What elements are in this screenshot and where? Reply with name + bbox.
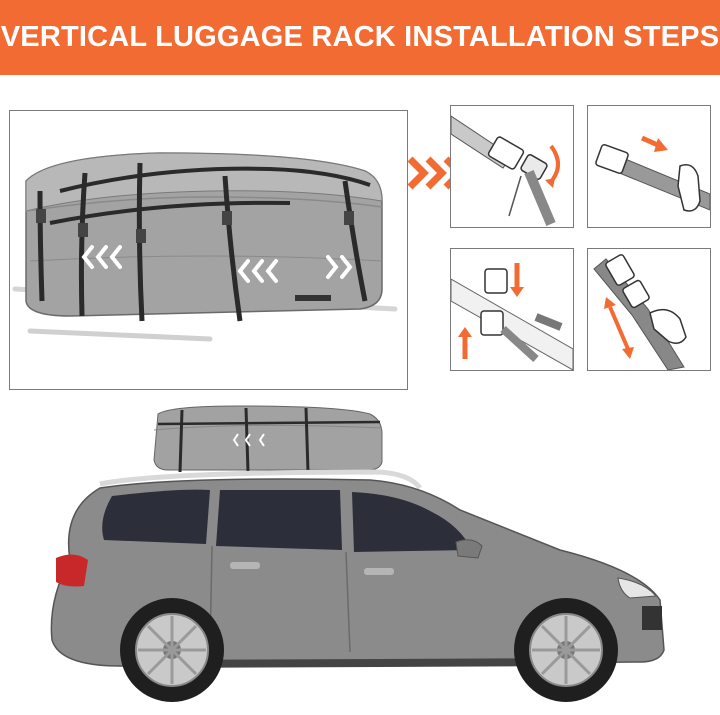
step-4-panel [587,248,711,371]
orange-arrow-icon [608,306,630,350]
chevron-right-icon [340,255,353,279]
chevron-left-icon [95,245,108,269]
step-3-panel [450,248,574,371]
chevron-left-icon [81,245,94,269]
chevron-right-icon [326,255,339,279]
buckle-icon [595,143,629,175]
chevron-left-icon [109,245,122,269]
orange-arrow-icon [425,156,447,190]
chevron-left-icon [251,259,264,283]
orange-arrow-icon [407,156,429,190]
roof-bag-drawing [12,152,398,342]
chevron-left-icon [265,259,278,283]
step-1-panel [450,105,574,228]
page-title: VERTICAL LUGGAGE RACK INSTALLATION STEPS [0,21,720,53]
buckle-icon [480,310,504,336]
step-2-panel [587,105,711,228]
roof-bag-illustration [9,110,408,390]
buckle-icon [622,279,650,309]
buckle-icon [605,254,635,286]
chevron-left-icon [232,433,239,447]
chevron-left-icon [244,433,251,447]
hand-icon [649,308,687,344]
buckle-icon [487,136,525,170]
chevron-left-icon [237,259,250,283]
hand-icon [677,164,701,212]
chevron-left-icon [258,433,265,447]
title-banner: VERTICAL LUGGAGE RACK INSTALLATION STEPS [0,0,720,75]
suv-with-roof-bag [50,405,665,702]
car-illustration [40,400,680,712]
buckle-icon [484,268,508,294]
